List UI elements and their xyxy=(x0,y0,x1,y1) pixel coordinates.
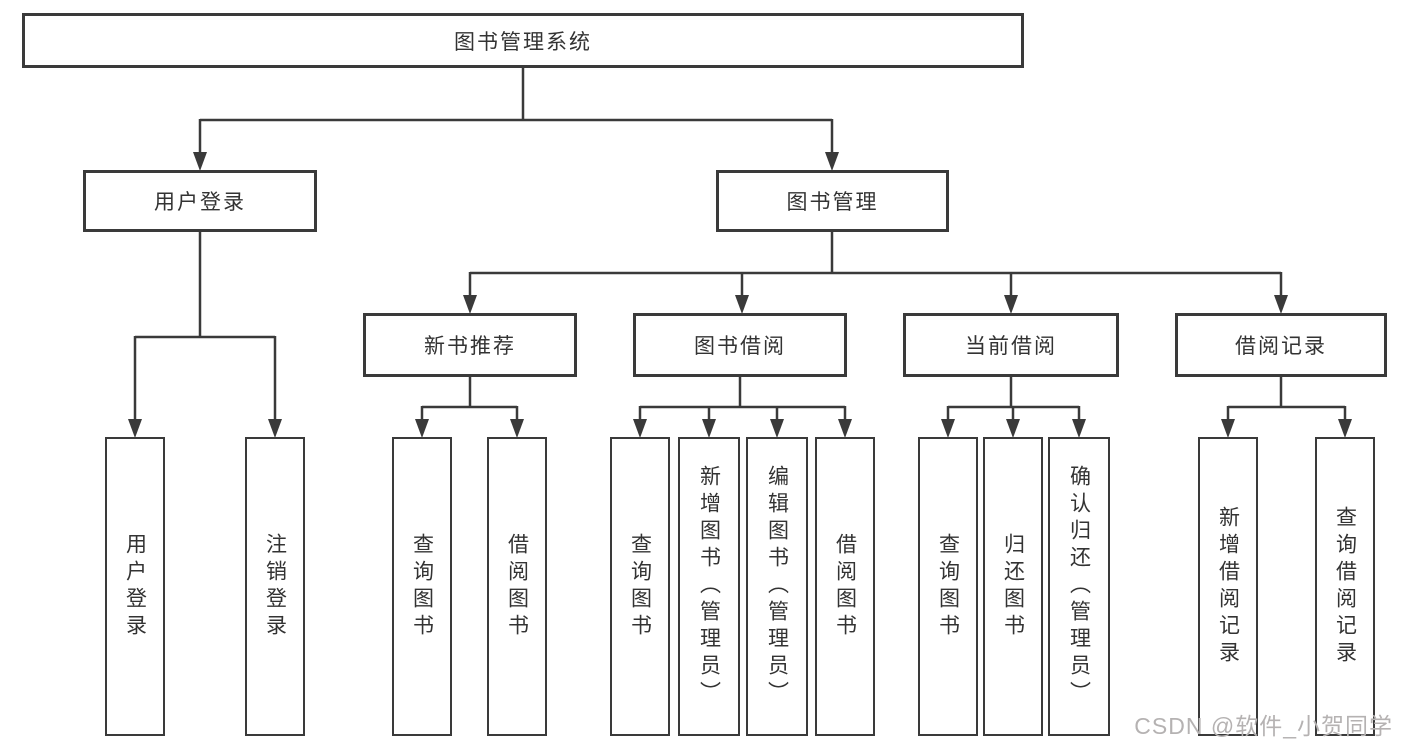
node-current-borrow-label: 当前借阅 xyxy=(965,335,1057,358)
leaf-query-borrow-record: 查询借阅记录 xyxy=(1315,437,1375,736)
node-book-management-label: 图书管理 xyxy=(786,191,879,214)
node-book-management: 图书管理 xyxy=(716,170,949,232)
node-new-book-recommend: 新书推荐 xyxy=(363,313,577,377)
leaf-borrow-books-borrow-label: 借阅图书 xyxy=(833,532,857,641)
leaf-confirm-return-admin: 确认归还（管理员） xyxy=(1048,437,1110,736)
leaf-query-books-borrow-label: 查询图书 xyxy=(628,532,652,641)
leaf-borrow-books-recommend: 借阅图书 xyxy=(487,437,547,736)
node-root-library-system: 图书管理系统 xyxy=(22,13,1024,68)
node-root-label: 图书管理系统 xyxy=(454,30,592,54)
leaf-query-borrow-record-label: 查询借阅记录 xyxy=(1333,505,1357,668)
leaf-user-login-label: 用户登录 xyxy=(123,532,147,641)
leaf-confirm-return-admin-label: 确认归还（管理员） xyxy=(1067,465,1091,708)
leaf-query-books-recommend: 查询图书 xyxy=(392,437,452,736)
leaf-borrow-books-borrow: 借阅图书 xyxy=(815,437,875,736)
leaf-return-book-label: 归还图书 xyxy=(1001,532,1025,641)
leaf-user-login: 用户登录 xyxy=(105,437,165,736)
node-current-borrow: 当前借阅 xyxy=(903,313,1119,377)
node-book-borrow: 图书借阅 xyxy=(633,313,847,377)
leaf-query-books-borrow: 查询图书 xyxy=(610,437,670,736)
node-book-borrow-label: 图书借阅 xyxy=(694,335,786,358)
node-borrow-records: 借阅记录 xyxy=(1175,313,1387,377)
leaf-query-books-current-label: 查询图书 xyxy=(936,532,960,641)
leaf-logout: 注销登录 xyxy=(245,437,305,736)
leaf-borrow-books-recommend-label: 借阅图书 xyxy=(505,532,529,641)
node-new-book-recommend-label: 新书推荐 xyxy=(424,335,516,358)
node-user-login-label: 用户登录 xyxy=(154,191,246,214)
leaf-logout-label: 注销登录 xyxy=(263,532,287,641)
leaf-query-books-recommend-label: 查询图书 xyxy=(410,532,434,641)
leaf-return-book: 归还图书 xyxy=(983,437,1043,736)
node-borrow-records-label: 借阅记录 xyxy=(1235,335,1327,358)
leaf-edit-book-admin-label: 编辑图书（管理员） xyxy=(765,465,789,708)
leaf-add-book-admin-label: 新增图书（管理员） xyxy=(697,465,721,708)
leaf-add-borrow-record: 新增借阅记录 xyxy=(1198,437,1258,736)
leaf-add-borrow-record-label: 新增借阅记录 xyxy=(1216,505,1240,668)
leaf-edit-book-admin: 编辑图书（管理员） xyxy=(746,437,808,736)
leaf-query-books-current: 查询图书 xyxy=(918,437,978,736)
node-user-login: 用户登录 xyxy=(83,170,317,232)
leaf-add-book-admin: 新增图书（管理员） xyxy=(678,437,740,736)
csdn-watermark: CSDN @软件_小贺同学 xyxy=(1134,713,1393,739)
